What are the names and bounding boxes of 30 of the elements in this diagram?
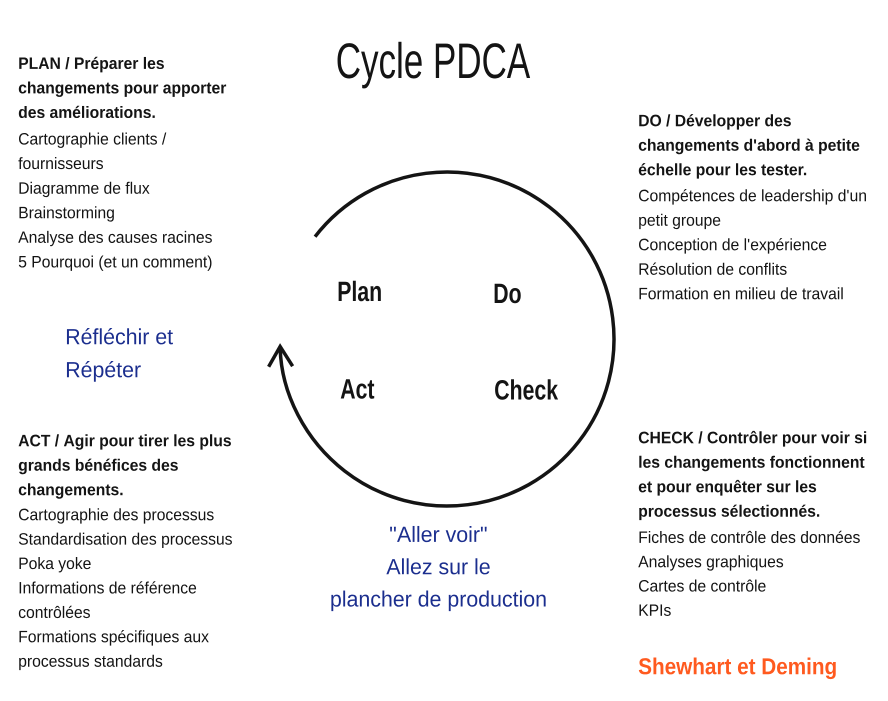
title: Cycle PDCA [338, 42, 530, 88]
section-heading: ACT / Agir pour tirer les plus grands bénéfices des changements. [18, 434, 231, 499]
note-text: Réfléchir et Répéter [66, 328, 173, 382]
list-item: Poka yoke [19, 557, 91, 572]
note-text: "Aller voir" Allez sur le plancher de production [331, 526, 546, 612]
list-item: Compétences de leadership d'un petit groupe [639, 189, 866, 230]
list-item: Brainstorming [19, 206, 114, 222]
list-item: Analyse des causes racines [18, 230, 212, 246]
section-heading: CHECK / Contrôler pour voir si les changements fonctionnent et pour enquêter sur les processus sélectionnés. [638, 430, 866, 520]
list-item: 5 Pourquoi (et un comment) [18, 255, 212, 271]
list-item: Cartographie clients / fournisseurs [18, 132, 166, 170]
list-item: Standardisation des processus [18, 532, 232, 548]
list-item: KPIs [640, 604, 671, 616]
phase-label: Plan [338, 280, 381, 302]
list-item: Fiches de contrôle des données [640, 530, 860, 544]
section-heading: DO / Développer des changements d'abord à petite échelle pour les tester. [638, 114, 860, 179]
credit-text: Shewhart et Deming [638, 658, 836, 680]
phase-label: Act [340, 379, 374, 399]
list-item: Formation en milieu de travail [640, 287, 843, 300]
list-item: Conception de l'expérience [639, 238, 826, 254]
section-heading: PLAN / Préparer les changements pour apporter des améliorations. [18, 56, 226, 118]
list-item: Analyses graphiques [638, 555, 784, 571]
phase-label: Check [495, 379, 558, 400]
list-item: Diagramme de flux [19, 182, 150, 198]
phase-label: Do [494, 284, 521, 304]
list-item: Résolution de conflits [640, 262, 787, 275]
list-item: Informations de référence contrôlées [18, 581, 196, 618]
list-item: Cartographie des processus [19, 508, 214, 524]
list-item: Formations spécifiques aux processus standards [19, 630, 209, 670]
list-item: Cartes de contrôle [639, 580, 766, 592]
